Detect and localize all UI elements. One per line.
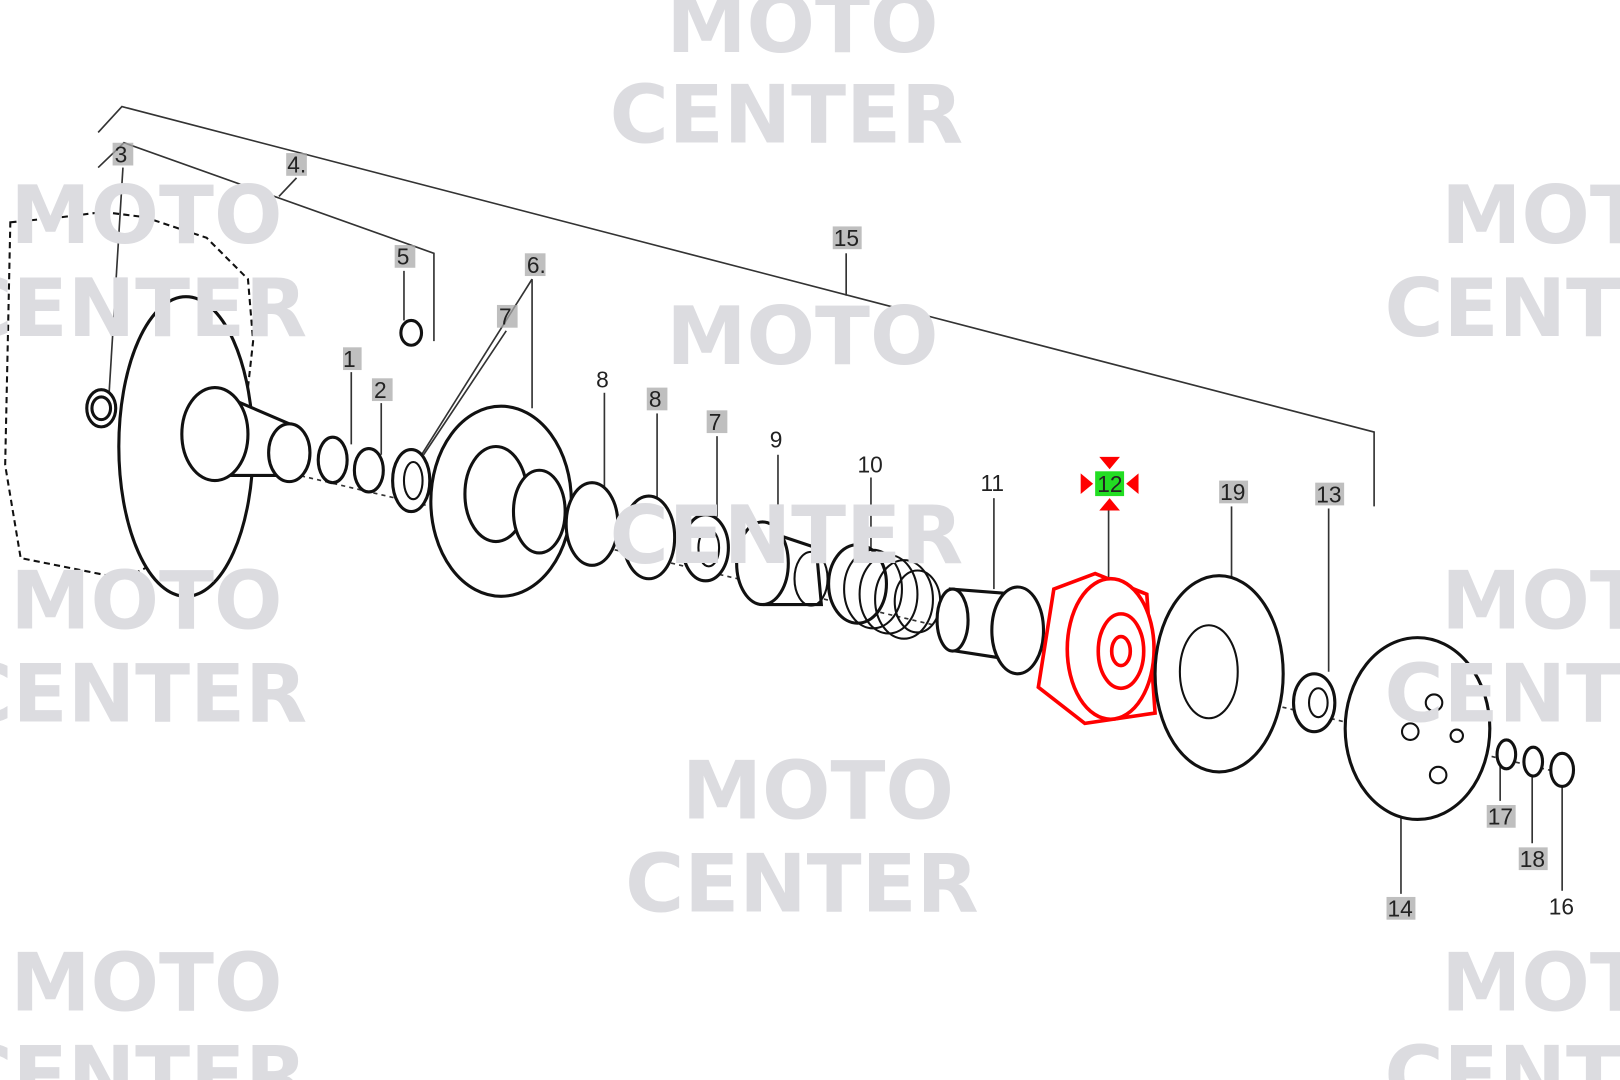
label-text[interactable]: 14 (1388, 896, 1413, 922)
part-8-ring[interactable] (564, 481, 620, 567)
part-12-clutch-shoes-selected[interactable] (1036, 571, 1157, 726)
label-text[interactable]: 17 (1488, 804, 1513, 830)
part-7-seal[interactable] (391, 448, 432, 514)
watermark-text: CENTER (610, 489, 964, 583)
part-9-bushing[interactable] (735, 520, 829, 607)
label-9[interactable]: 9 (770, 427, 783, 453)
label-text[interactable]: 16 (1549, 894, 1574, 920)
label-4[interactable]: 4. (286, 152, 307, 178)
selection-marker-icon (1126, 473, 1139, 495)
label-6[interactable]: 6. (524, 252, 546, 278)
label-15[interactable]: 15 (832, 225, 862, 251)
label-10[interactable]: 10 (858, 451, 883, 477)
label-17[interactable]: 17 (1486, 804, 1516, 830)
label-8[interactable]: 8 (646, 386, 668, 412)
label-5[interactable]: 5 (394, 244, 416, 270)
label-14[interactable]: 14 (1386, 896, 1416, 922)
selection-marker-icon (1099, 456, 1120, 470)
label-text[interactable]: 1 (343, 346, 356, 372)
label-text[interactable]: 13 (1316, 481, 1341, 507)
label-11[interactable]: 11 (980, 470, 1004, 496)
label-text[interactable]: 8 (649, 386, 662, 412)
part-17-washer[interactable] (1495, 738, 1518, 771)
label-7[interactable]: 7 (706, 409, 728, 435)
part-5-screw[interactable] (399, 318, 424, 347)
watermark-text: MOTO (10, 554, 282, 648)
label-text[interactable]: 12 (1097, 471, 1122, 497)
label-text[interactable]: 19 (1220, 479, 1245, 505)
label-3[interactable]: 3 (112, 141, 134, 167)
part-11-hub[interactable] (935, 585, 1046, 676)
label-text[interactable]: 10 (858, 451, 883, 477)
watermark-text: MOTO (666, 290, 938, 384)
part-drive-pulley-fixed-half[interactable] (117, 295, 312, 598)
label-text[interactable]: 11 (980, 470, 1004, 496)
watermark-text: CENTER (1384, 1030, 1620, 1080)
label-text[interactable]: 7 (499, 304, 512, 330)
watermark-text: CENTER (625, 837, 979, 931)
part-3-nut[interactable] (90, 395, 113, 422)
watermark-text: MOTO (10, 169, 282, 263)
watermark-text: CENTER (1384, 262, 1620, 356)
watermark-text: CENTER (610, 69, 964, 163)
label-text[interactable]: 18 (1520, 846, 1545, 872)
label-8[interactable]: 8 (596, 367, 609, 393)
label-text[interactable]: 15 (834, 225, 859, 251)
watermark-text: CENTER (1384, 647, 1620, 741)
label-text[interactable]: 9 (770, 427, 783, 453)
watermark-text: MOTO (1441, 554, 1620, 648)
label-7[interactable]: 7 (496, 304, 518, 330)
label-text[interactable]: 5 (397, 244, 410, 270)
label-text[interactable]: 4. (287, 152, 306, 178)
label-text[interactable]: 2 (374, 377, 387, 403)
watermark-text: MOTO (1441, 169, 1620, 263)
label-text[interactable]: 6. (527, 252, 546, 278)
watermark-text: MOTO (1441, 937, 1620, 1031)
part-7-seal[interactable] (681, 513, 730, 583)
watermark-text: MOTO (10, 937, 282, 1031)
watermark-text: CENTER (0, 647, 307, 741)
leader-lines (97, 105, 1571, 894)
part-labels: 3 4. 5 6. 7 1 2 8 8 7 9 10 11 12 19 13 1… (112, 141, 1574, 922)
part-13-bearing[interactable] (1291, 672, 1337, 734)
label-text[interactable]: 3 (115, 141, 128, 167)
selection-marker-icon (1080, 473, 1094, 495)
label-19[interactable]: 19 (1219, 479, 1249, 505)
watermark-text: CENTER (0, 262, 307, 356)
part-10-spring[interactable] (827, 543, 942, 640)
part-8-ring[interactable] (621, 494, 677, 581)
label-13[interactable]: 13 (1315, 481, 1345, 507)
label-2[interactable]: 2 (371, 377, 393, 403)
part-2-ring[interactable] (352, 447, 385, 494)
watermark-text: MOTO (682, 744, 954, 838)
watermark-text: MOTO (666, 0, 938, 72)
label-16[interactable]: 16 (1549, 894, 1574, 920)
label-18[interactable]: 18 (1518, 846, 1548, 872)
part-18-washer[interactable] (1522, 745, 1545, 778)
watermark-text: CENTER (0, 1030, 307, 1080)
selection-marker-icon (1099, 498, 1120, 511)
part-1-bearing[interactable] (316, 435, 349, 485)
part-16-nut[interactable] (1549, 751, 1576, 788)
label-text[interactable]: 7 (709, 409, 722, 435)
part-19-clutch-plate[interactable] (1153, 574, 1285, 774)
label-12-selected[interactable]: 12 (1080, 456, 1139, 511)
part-6-movable-half[interactable] (429, 404, 573, 598)
label-text[interactable]: 8 (596, 367, 609, 393)
parts (4, 210, 1576, 822)
part-14-clutch-bell[interactable] (1343, 636, 1492, 822)
label-1[interactable]: 1 (343, 346, 362, 372)
